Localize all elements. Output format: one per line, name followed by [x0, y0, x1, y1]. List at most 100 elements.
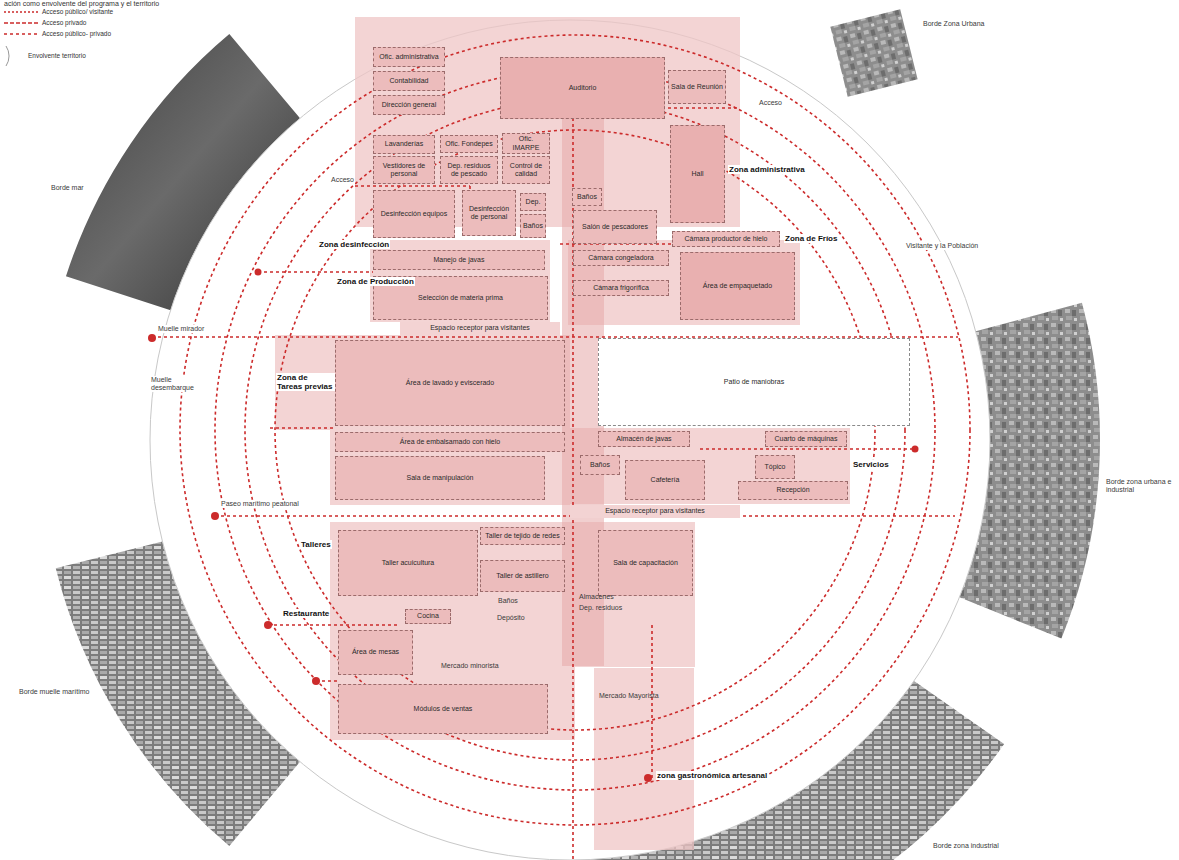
zone-label: Zona de Producción [336, 277, 415, 286]
program-box: Hall [670, 125, 725, 223]
room-name: Taller de tejido de redes [485, 532, 559, 540]
place-label: Paseo marítimo peatonal [220, 500, 300, 508]
place-label: Depósito [496, 614, 526, 622]
room-name: Cámara congeladora [588, 254, 653, 262]
territory-envelope [150, 20, 990, 860]
program-box: Lavanderías [373, 135, 435, 154]
room-name: Dirección general [382, 101, 436, 109]
room-name: Dep. [526, 198, 541, 206]
room-name: Patio de maniobras [724, 378, 784, 386]
room-name: Desinfección equipos [381, 210, 448, 218]
program-box: Ofic. administrativa [373, 47, 445, 67]
program-box: Cámara congeladora [573, 250, 669, 266]
room-name: Sala de capacitación [613, 559, 678, 567]
program-box: Sala de Reunión [668, 70, 726, 104]
room-name: Área de embalsamado con hielo [400, 438, 500, 446]
place-label: Dep. residuos [578, 604, 623, 612]
place-label: Acceso [330, 176, 355, 184]
room-name: Control de calidad [505, 162, 547, 178]
room-name: Módulos de ventas [414, 705, 473, 713]
place-label: Borde zona urbana e industrial [1105, 478, 1175, 494]
program-box: Baños [520, 214, 546, 238]
room-name: Salón de pescadores [582, 223, 648, 231]
room-name: Lavanderías [385, 140, 424, 148]
program-box: Ofic. Fondepes [440, 135, 498, 153]
place-label: Mercado Mayorista [598, 692, 660, 700]
zone-label: Zona desinfección [318, 240, 390, 249]
zone-label: Restaurante [282, 609, 330, 618]
program-box: Manejo de javas [373, 250, 545, 270]
program-box: Espacio receptor para visitantes [570, 505, 740, 518]
program-box: Sala de manipulación [335, 456, 545, 500]
program-box: Taller acuicultura [338, 530, 478, 596]
room-name: Desinfección de personal [465, 205, 513, 221]
zone-grounds [275, 17, 850, 850]
place-label: Borde zona industrial [932, 842, 1000, 850]
room-name: Manejo de javas [434, 256, 485, 264]
program-box: Cocina [405, 609, 451, 624]
room-name: Cafetería [651, 476, 680, 484]
room-name: Espacio receptor para visitantes [605, 507, 705, 515]
program-box: Tópico [755, 455, 795, 479]
program-box: Taller de tejido de redes [480, 527, 565, 545]
program-box: Ofic. IMARPE [502, 133, 550, 154]
legend-text: Envolvente territorio [28, 52, 86, 59]
program-box: Taller de astillero [480, 560, 565, 592]
program-box: Dep. residuos de pescado [440, 156, 498, 184]
program-box: Baños [572, 188, 602, 206]
room-name: Baños [577, 193, 597, 201]
diagram-title: ación como envolvente del programa y el … [4, 0, 159, 7]
program-box: Auditorio [500, 57, 665, 119]
zone-label: Zona de Tareas previas [276, 373, 335, 391]
program-box: Módulos de ventas [338, 684, 548, 734]
place-label: Almacenes [578, 593, 615, 601]
program-box: Vestidores de personal [373, 156, 435, 184]
room-name: Cuarto de máquinas [774, 435, 837, 443]
place-label: Muelle mirador [157, 325, 205, 333]
program-box: Cuarto de máquinas [765, 431, 847, 447]
zone-label: Servicios [852, 460, 890, 469]
place-label: Borde muelle marítimo [18, 688, 90, 696]
access-points [148, 269, 919, 783]
place-label: Mercado minorista [440, 662, 500, 670]
legend-text: Acceso público/ visitante [42, 8, 113, 15]
place-label: Baños [497, 597, 519, 605]
room-name: Baños [590, 461, 610, 469]
room-name: Cámara frigorífica [593, 284, 649, 292]
program-box: Área de embalsamado con hielo [335, 432, 565, 452]
place-label: Borde mar [50, 184, 85, 192]
room-name: Área de empaquetado [703, 282, 772, 290]
zone-label: Talleres [300, 540, 332, 549]
program-box: Área de mesas [338, 630, 413, 675]
place-label: Borde Zona Urbana [922, 20, 985, 28]
room-name: Vestidores de personal [376, 162, 432, 178]
room-name: Contabilidad [390, 77, 429, 85]
room-name: Taller de astillero [496, 572, 549, 580]
room-name: Ofic. administrativa [379, 53, 439, 61]
program-box: Dirección general [373, 95, 445, 115]
room-name: Dep. residuos de pescado [443, 162, 495, 178]
zone-label: Zona administrativa [728, 165, 806, 174]
program-box: Cámara productor de hielo [672, 231, 780, 247]
room-name: Espacio receptor para visitantes [430, 324, 530, 332]
room-name: Hall [691, 170, 703, 178]
room-name: Recepción [776, 486, 809, 494]
program-box: Área de empaquetado [680, 252, 795, 320]
program-box: Almacén de javas [598, 431, 690, 447]
room-name: Tópico [764, 463, 785, 471]
room-name: Baños [523, 222, 543, 230]
program-box: Patio de maniobras [598, 338, 910, 426]
place-label: Muelle desembarque [150, 376, 196, 392]
room-name: Sala de manipulación [407, 474, 474, 482]
room-name: Selección de materia prima [418, 294, 503, 302]
program-box: Espacio receptor para visitantes [400, 322, 560, 335]
place-label: Acceso [758, 99, 783, 107]
program-box: Baños [580, 455, 620, 475]
room-name: Cocina [417, 612, 439, 620]
room-name: Área de lavado y eviscerado [406, 379, 494, 387]
legend-text: Acceso privado [42, 19, 86, 26]
legend-text: Acceso público- privado [42, 30, 111, 37]
place-label: Visitante y la Población [905, 242, 979, 250]
